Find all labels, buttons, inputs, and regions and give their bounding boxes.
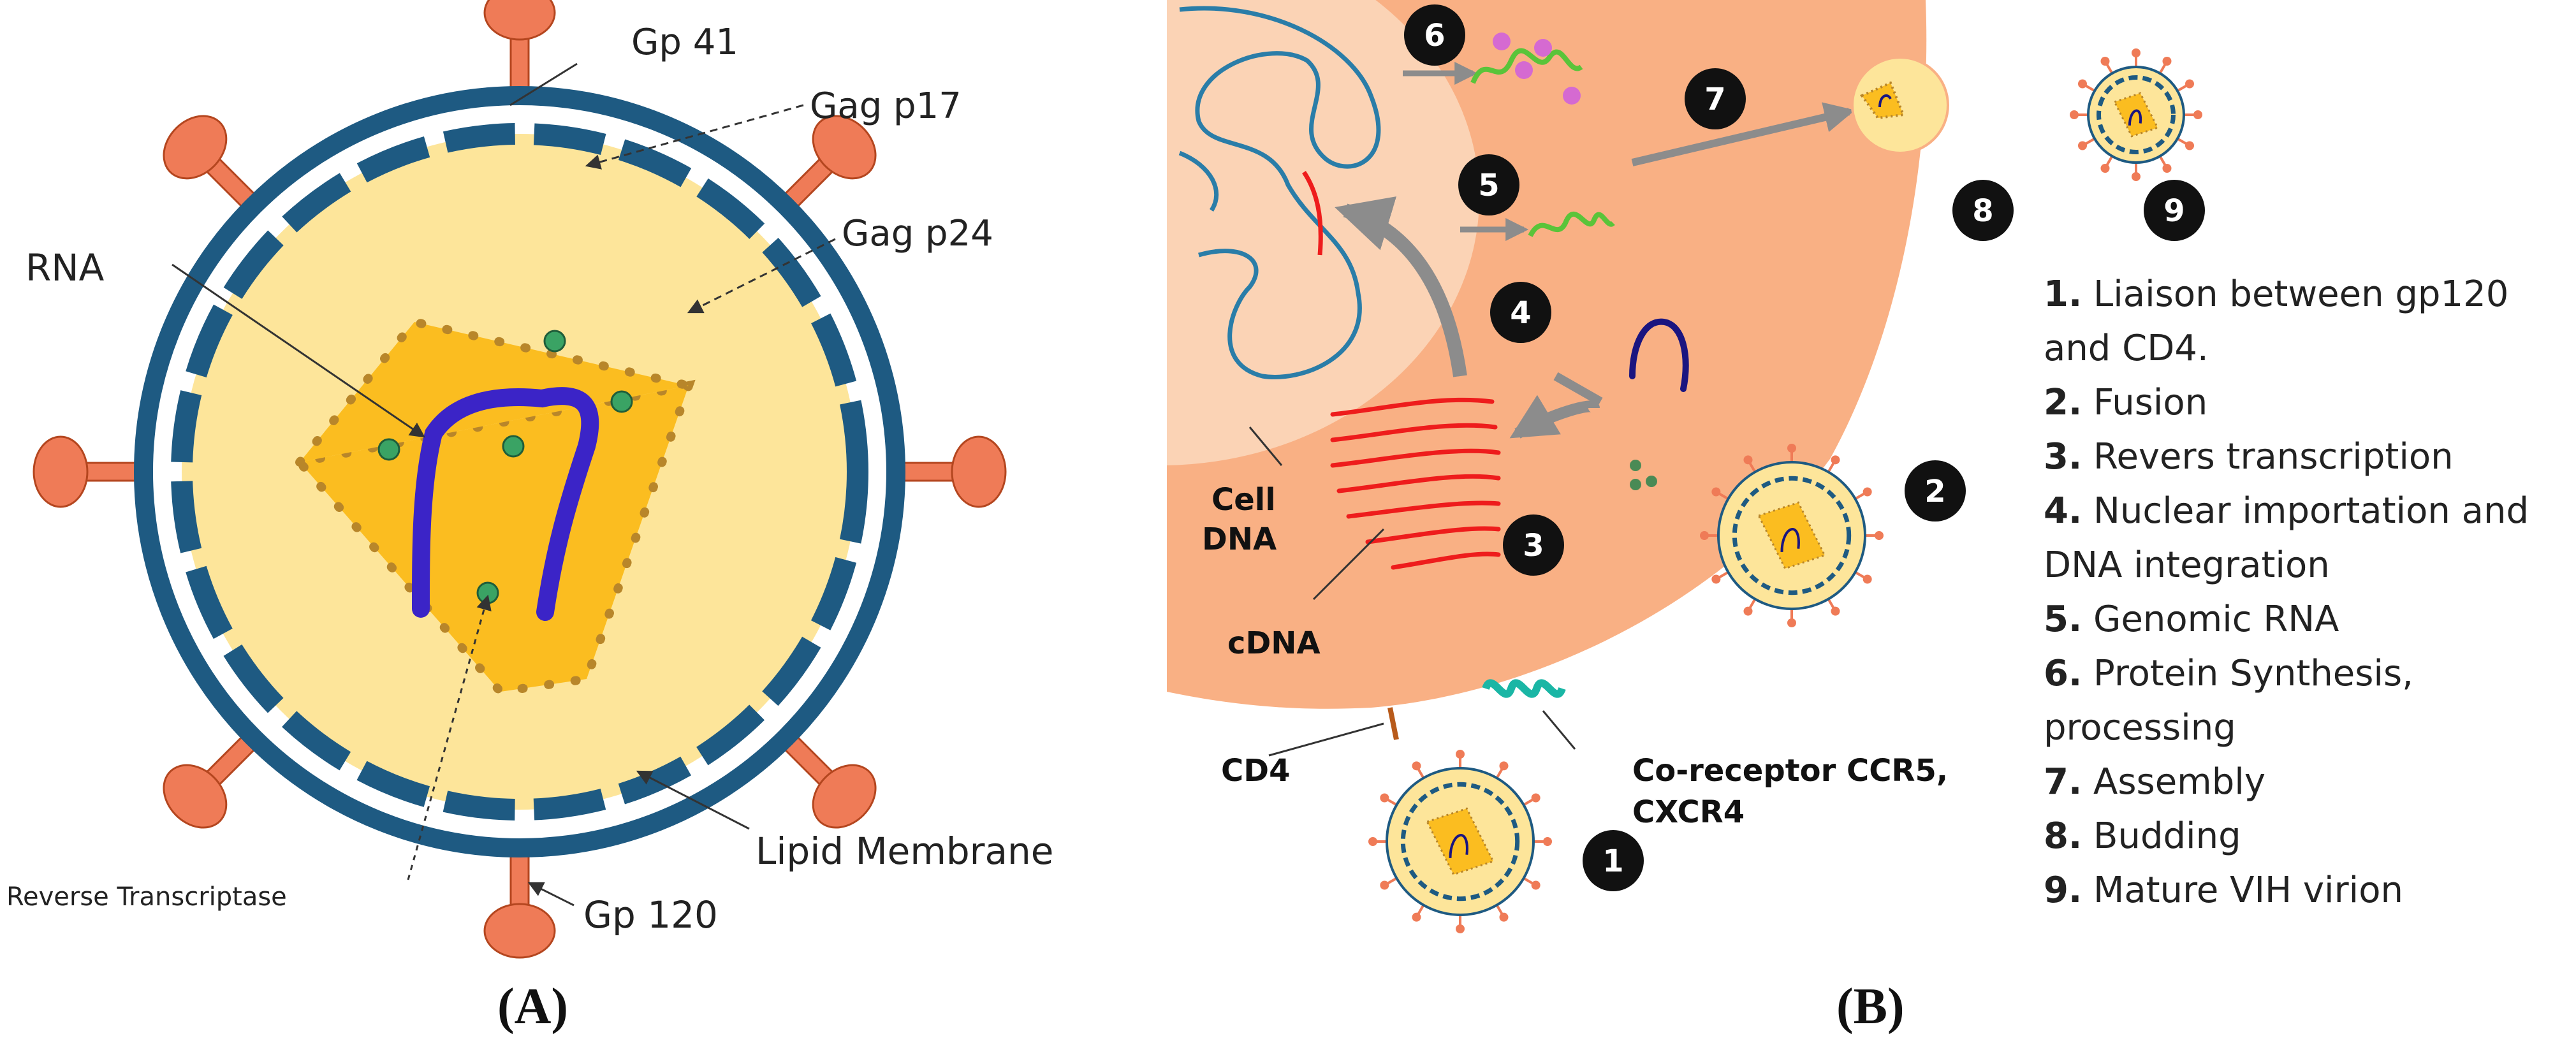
protein-rna-squiggle (1470, 48, 1583, 84)
svg-text:processing: processing (2044, 707, 2236, 748)
step-badge-7: 7 (1685, 68, 1746, 129)
svg-text:DNA integration: DNA integration (2044, 544, 2330, 586)
gag-p24-core (300, 386, 689, 692)
virion-mature (2070, 48, 2202, 181)
gag-p17-matrix-ring (171, 123, 868, 821)
svg-text:2: 2 (1924, 474, 1945, 509)
spike-7 (33, 435, 138, 508)
coreceptor (1482, 679, 1566, 698)
spike-2 (782, 115, 877, 209)
legend-item-3: 3. Revers transcription (2044, 436, 2454, 478)
caption-b: (B) (1836, 979, 1905, 1035)
reverse-transcription-arrow (1509, 395, 1600, 439)
svg-text:9: 9 (2163, 193, 2184, 229)
reverse-transcriptase-dots (377, 330, 633, 604)
virion-attaching (1368, 750, 1552, 933)
virion-fusing (1700, 444, 1884, 627)
legend-item-7: 7. Assembly (2044, 761, 2265, 803)
ribosome-dots (1493, 33, 1581, 105)
svg-text:2. Fusion: 2. Fusion (2044, 382, 2207, 423)
rna-strand (412, 387, 599, 621)
label-cell-dna-1: Cell (1211, 482, 1276, 518)
svg-text:3: 3 (1523, 528, 1544, 564)
label-lipid-membrane: Lipid Membrane (756, 829, 1053, 873)
label-gag-p24: Gag p24 (842, 213, 993, 254)
spike-5 (483, 853, 556, 959)
svg-text:9. Mature VIH virion: 9. Mature VIH virion (2044, 870, 2403, 911)
legend-item-6: 6. Protein Synthesis, processing (2044, 653, 2413, 748)
svg-text:5. Genomic RNA: 5. Genomic RNA (2044, 599, 2339, 640)
cd4-receptor (1387, 707, 1399, 740)
surface-spikes (33, 0, 1007, 959)
incoming-viral-rna (1629, 318, 1689, 392)
spike-1 (483, 0, 556, 91)
label-coreceptor-2: CXCR4 (1632, 794, 1745, 830)
label-coreceptor-1: Co-receptor CCR5, (1632, 753, 1948, 789)
assembling-core (1859, 81, 1905, 120)
step-badge-4: 4 (1490, 282, 1551, 343)
label-cell-dna-2: DNA (1202, 522, 1277, 557)
svg-text:6: 6 (1424, 18, 1445, 54)
svg-text:and CD4.: and CD4. (2044, 328, 2209, 369)
cell-dna (1178, 6, 1381, 379)
step-badge-9: 9 (2144, 180, 2205, 241)
spike-3 (901, 435, 1007, 508)
label-rna: RNA (26, 246, 105, 289)
svg-text:4. Nuclear importation and: 4. Nuclear importation and (2044, 490, 2529, 532)
legend-item-8: 8. Budding (2044, 815, 2241, 857)
assembly-arrow (1631, 102, 1855, 166)
svg-text:7: 7 (1704, 82, 1725, 117)
step-badge-6: 6 (1404, 4, 1465, 66)
panel-a: Gp 41 Gag p17 Gag p24 RNA Lipid Membrane… (6, 0, 1053, 1035)
label-gp120: Gp 120 (583, 893, 718, 937)
panel-b: Cell DNA cDNA CD4 Co-receptor CCR5, CXCR… (1167, 0, 2529, 1035)
integrated-dna (1302, 171, 1323, 256)
nuclear-import-arrow (1335, 196, 1467, 377)
svg-text:3. Revers transcription: 3. Revers transcription (2044, 436, 2454, 478)
step-badge-8: 8 (1952, 180, 2014, 241)
label-cdna: cDNA (1227, 625, 1321, 661)
svg-text:7. Assembly: 7. Assembly (2044, 761, 2265, 803)
cdna-strands (1330, 397, 1501, 570)
svg-text:8. Budding: 8. Budding (2044, 815, 2241, 857)
step-badge-1: 1 (1583, 830, 1644, 891)
step-badges: 1 2 3 4 5 6 7 8 9 (1404, 4, 2205, 891)
step-badge-2: 2 (1905, 460, 1966, 522)
svg-text:8: 8 (1972, 193, 1993, 229)
spike-6 (163, 734, 257, 829)
legend-item-9: 9. Mature VIH virion (2044, 870, 2403, 911)
legend-item-1: 1. Liaison between gp120 and CD4. (2044, 274, 2508, 369)
caption-a: (A) (497, 979, 568, 1035)
reverse-transcription-arrow-top (1553, 372, 1603, 406)
svg-text:4: 4 (1510, 295, 1531, 331)
step-badge-3: 3 (1503, 514, 1564, 576)
genomic-rna-squiggle (1528, 211, 1615, 237)
label-gp41: Gp 41 (631, 22, 738, 63)
spike-8 (163, 115, 257, 209)
svg-text:6. Protein Synthesis,: 6. Protein Synthesis, (2044, 653, 2413, 694)
label-gag-p17: Gag p17 (810, 85, 962, 127)
nucleus (1167, 0, 1479, 465)
budding-virion (1851, 56, 1949, 154)
svg-text:1: 1 (1602, 843, 1623, 879)
incoming-enzymes (1630, 460, 1657, 490)
svg-text:5: 5 (1478, 168, 1499, 203)
spike-4 (782, 734, 877, 829)
svg-text:1. Liaison between gp120: 1. Liaison between gp120 (2044, 274, 2508, 315)
steps-legend: 1. Liaison between gp120 and CD4. 2. Fusio… (2044, 274, 2529, 911)
virions (1368, 48, 2202, 933)
label-reverse-transcriptase: Reverse Transcriptase (6, 882, 287, 912)
legend-item-5: 5. Genomic RNA (2044, 599, 2339, 640)
step-badge-5: 5 (1458, 154, 1519, 215)
legend-item-2: 2. Fusion (2044, 382, 2207, 423)
label-cd4: CD4 (1221, 753, 1290, 789)
